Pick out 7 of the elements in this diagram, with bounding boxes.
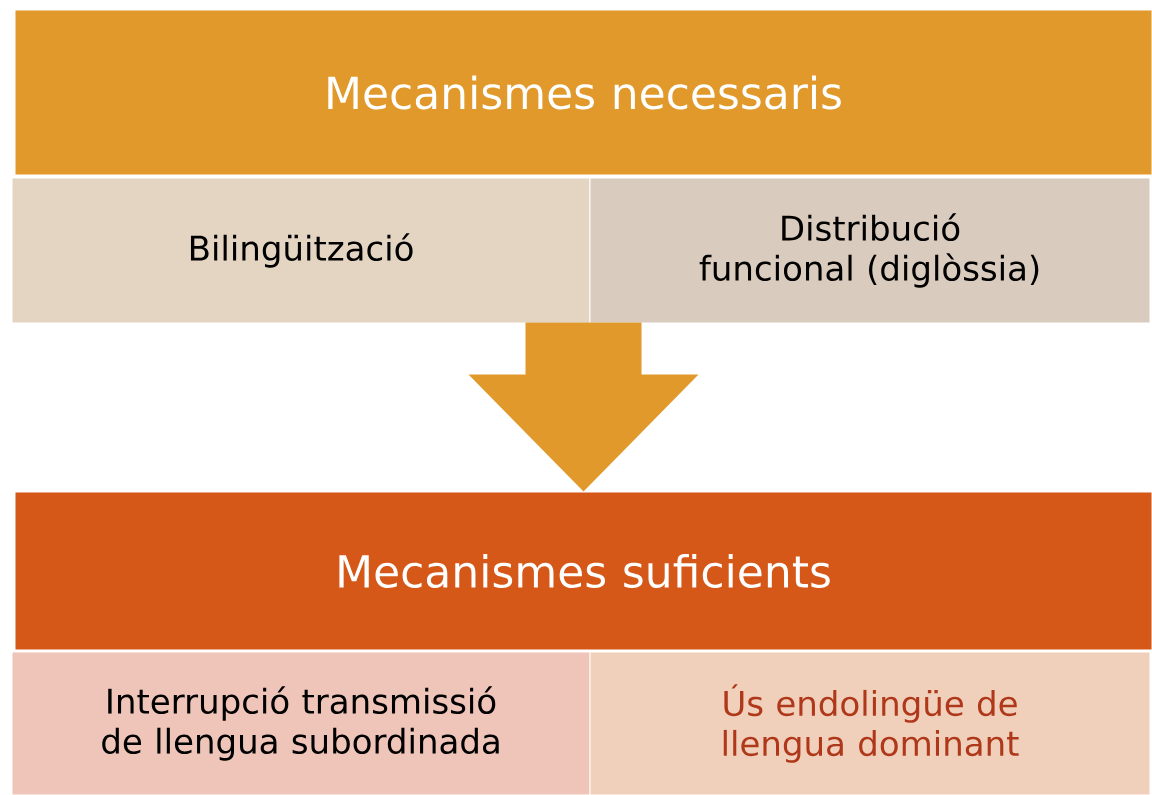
header-band: Mecanismes suficients bbox=[14, 491, 1152, 651]
table-cell: Ús endolingüe de llengua dominant bbox=[589, 651, 1151, 795]
table-cell: Distribució funcional (diglòssia) bbox=[589, 177, 1151, 324]
table-cell: Bilingüització bbox=[11, 177, 591, 324]
table-cell: Interrupció transmissió de llengua subordinada bbox=[11, 651, 591, 795]
block-arrow bbox=[468, 322, 699, 492]
header-band: Mecanismes necessaris bbox=[14, 9, 1152, 176]
